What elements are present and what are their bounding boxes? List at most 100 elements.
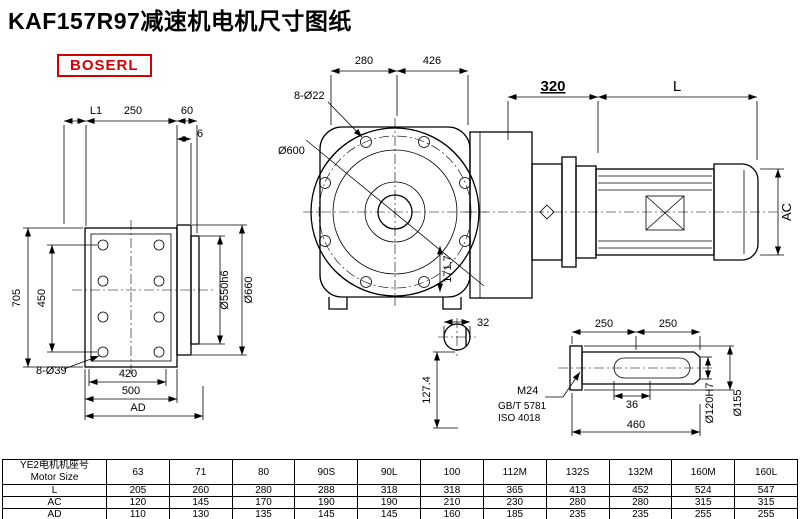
table-cell: 452 xyxy=(608,484,673,497)
technical-drawing: Ø600 8-Ø22 280 426 171.7 xyxy=(11,55,794,436)
table-col-header: 80 xyxy=(231,459,296,485)
table-col-header: 132S xyxy=(545,459,610,485)
dim-label-36: 36 xyxy=(626,399,638,411)
table-col-header: 112M xyxy=(482,459,547,485)
diamond-mark xyxy=(539,204,555,220)
table-col-header: 132M xyxy=(608,459,673,485)
table-cell: 230 xyxy=(482,496,547,509)
table-cell: 235 xyxy=(608,508,673,519)
table-cell: 210 xyxy=(420,496,484,509)
table-cell: 110 xyxy=(106,508,170,519)
table-row-label: L xyxy=(2,484,107,497)
table-cell: 185 xyxy=(482,508,547,519)
motor-side-view: 320 L AC xyxy=(462,78,794,299)
dim-label-L: L xyxy=(673,78,681,95)
table-cell: 280 xyxy=(545,496,610,509)
table-cell: 280 xyxy=(608,496,673,509)
standard-label-gbt: GB/T 5781 xyxy=(498,401,547,412)
shaft-end-detail: 250 250 M24 GB/T 5781 ISO 4018 36 460 Ø1… xyxy=(498,318,744,436)
table-cell: 190 xyxy=(357,496,422,509)
table-row-label: AC xyxy=(2,496,107,509)
motor-fins xyxy=(598,175,712,249)
dim-label-171-7: 171.7 xyxy=(442,255,454,283)
dim-label-dia120H7: Ø120H7 xyxy=(704,383,716,424)
table-cell: 280 xyxy=(231,484,296,497)
dim-label-250b: 250 xyxy=(659,318,677,330)
table-cell: 524 xyxy=(671,484,736,497)
dim-label-8xd22: 8-Ø22 xyxy=(294,90,325,102)
dim-label-460: 460 xyxy=(627,419,645,431)
shaft-body xyxy=(581,351,701,385)
left-mounting-view: 705 450 L1 250 60 6 420 xyxy=(11,105,255,420)
table-row-label: AD xyxy=(2,508,107,519)
table-col-header: 71 xyxy=(168,459,233,485)
dim-label-AC: AC xyxy=(779,203,794,221)
shaft-cross-section: 32 127.4 xyxy=(421,317,489,429)
table-header-row: YE2电机机座号 Motor Size 63 71 80 90S 90L 100… xyxy=(2,459,798,485)
table-row-L: L 205 260 280 288 318 318 365 413 452 52… xyxy=(2,484,798,497)
table-row-AD: AD 110 130 135 145 145 160 185 235 235 2… xyxy=(2,508,798,519)
nameplate-cross xyxy=(645,195,685,231)
standard-label-iso: ISO 4018 xyxy=(498,413,541,424)
dim-label-L1: L1 xyxy=(90,105,102,117)
bolt-hole-leader xyxy=(327,101,363,138)
dim-label-450: 450 xyxy=(36,289,48,307)
front-flange-view: Ø600 8-Ø22 280 426 171.7 xyxy=(278,55,487,310)
dim-label-420: 420 xyxy=(119,368,137,380)
table-cell: 315 xyxy=(734,496,798,509)
table-col-header: 90S xyxy=(294,459,359,485)
table-col-header: 100 xyxy=(420,459,484,485)
table-cell: 318 xyxy=(357,484,422,497)
table-cell: 260 xyxy=(168,484,233,497)
table-cell: 170 xyxy=(231,496,296,509)
table-cell: 255 xyxy=(734,508,798,519)
nameplate xyxy=(645,195,685,231)
dim-label-M24: M24 xyxy=(517,385,538,397)
table-header-cn: YE2电机机座号 xyxy=(20,460,89,472)
table-cell: 130 xyxy=(168,508,233,519)
dim-label-280: 280 xyxy=(355,55,373,67)
dim-label-32: 32 xyxy=(477,317,489,329)
table-col-header: 63 xyxy=(106,459,170,485)
output-spigot-edge xyxy=(190,235,200,345)
dim-label-320: 320 xyxy=(540,78,565,95)
motor-size-table: YE2电机机座号 Motor Size 63 71 80 90S 90L 100… xyxy=(2,459,798,519)
table-cell: 365 xyxy=(482,484,547,497)
page-title: KAF157R97减速机电机尺寸图纸 xyxy=(8,8,352,34)
table-cell: 205 xyxy=(106,484,170,497)
dim-label-6: 6 xyxy=(197,128,203,140)
table-cell: 160 xyxy=(420,508,484,519)
table-cell: 145 xyxy=(294,508,359,519)
table-cell: 135 xyxy=(231,508,296,519)
dim-label-500: 500 xyxy=(122,385,140,397)
dim-label-250a: 250 xyxy=(595,318,613,330)
table-cell: 120 xyxy=(106,496,170,509)
dim-label-426: 426 xyxy=(423,55,441,67)
table-cell: 318 xyxy=(420,484,484,497)
dim-label-dia600: Ø600 xyxy=(278,145,305,157)
table-cell: 255 xyxy=(671,508,736,519)
table-cell: 190 xyxy=(294,496,359,509)
table-cell: 145 xyxy=(357,508,422,519)
dim-label-60: 60 xyxy=(181,105,193,117)
table-row-AC: AC 120 145 170 190 190 210 230 280 280 3… xyxy=(2,496,798,509)
table-col-header: 160L xyxy=(734,459,798,485)
boserl-logo: BOSERL xyxy=(57,54,152,77)
table-cell: 235 xyxy=(545,508,610,519)
dim-label-8xd39: 8-Ø39 xyxy=(36,365,67,377)
fan-cowl xyxy=(713,163,759,261)
table-col-header: 90L xyxy=(357,459,422,485)
mounting-holes xyxy=(97,239,165,358)
table-cell: 315 xyxy=(671,496,736,509)
dim-label-250: 250 xyxy=(124,105,142,117)
dim-label-dia660: Ø660 xyxy=(243,277,255,304)
table-cell: 145 xyxy=(168,496,233,509)
table-cell: 413 xyxy=(545,484,610,497)
dim-label-AD: AD xyxy=(130,402,145,414)
housing-feet xyxy=(328,297,462,310)
dim-label-dia550h6: Ø550h6 xyxy=(219,270,231,309)
dim-label-127-4: 127.4 xyxy=(421,376,433,404)
diameter-leader-line xyxy=(305,139,485,287)
table-col-header: 160M xyxy=(671,459,736,485)
